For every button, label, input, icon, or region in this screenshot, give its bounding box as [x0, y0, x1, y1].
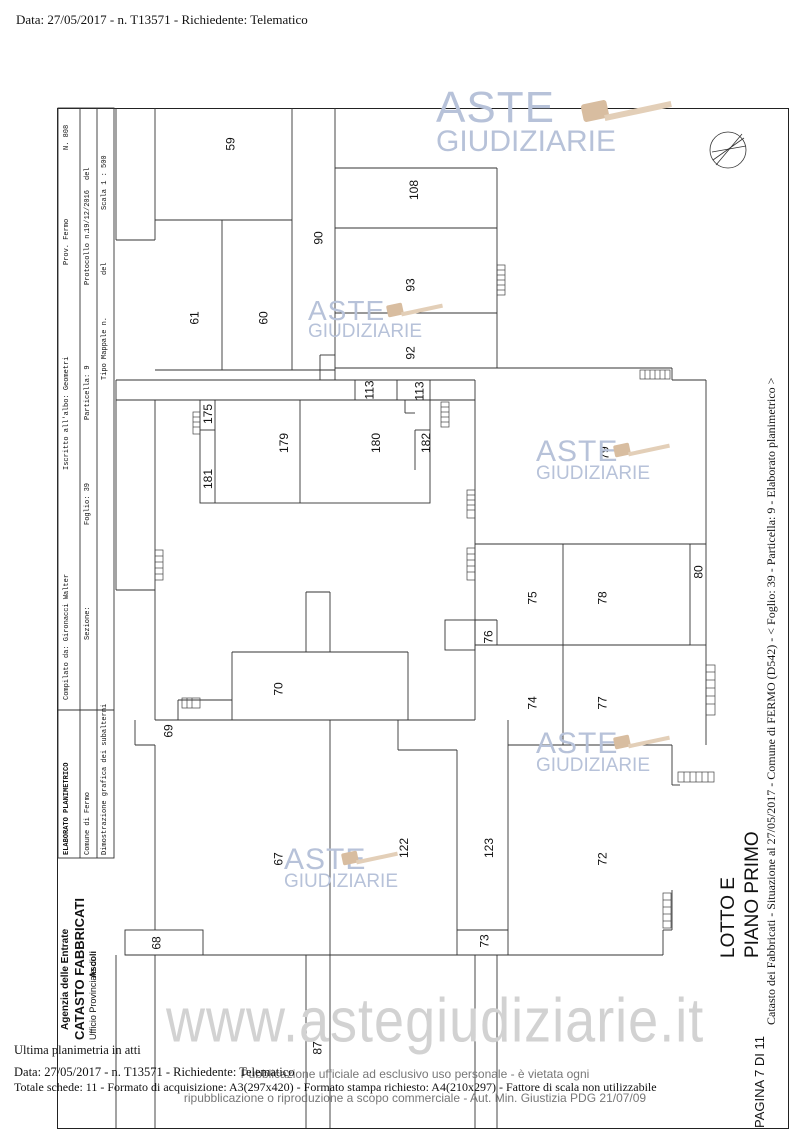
watermark-notice-1: Pubblicazione ufficiale ad esclusivo uso… [240, 1067, 590, 1081]
cartiglio-scala: Scala 1 : 500 [101, 155, 109, 210]
footer-totale: Totale schede: 11 - Formato di acquisizi… [14, 1080, 657, 1094]
watermark-word2-3: GIUDIZIARIE [536, 463, 651, 484]
gavel-icon-4 [613, 734, 670, 750]
drawing-frame [57, 108, 789, 1129]
room-70: 70 [271, 682, 286, 696]
cartiglio-particella: Particella: 9 [84, 365, 92, 420]
room-182: 182 [419, 432, 434, 454]
cartiglio-del-2: del [101, 262, 109, 275]
room-68: 68 [149, 936, 164, 950]
gavel-icon [580, 100, 672, 122]
watermark-word1-3: ASTE [536, 435, 619, 468]
room-67: 67 [271, 852, 286, 866]
side-caption: Catasto dei Fabbricati - Situazione al 2… [764, 377, 778, 1025]
room-72: 72 [595, 852, 610, 866]
watermark-word1-4: ASTE [536, 727, 619, 760]
cartiglio-protocollo: Protocollo n. [84, 230, 92, 285]
header-data-line: Data: 27/05/2017 - n. T13571 - Richieden… [16, 12, 308, 27]
cartiglio-title: ELABORATO PLANIMETRICO [63, 762, 71, 855]
room-108: 108 [407, 179, 422, 201]
watermark-aste-4: ASTE GIUDIZIARIE [536, 727, 651, 776]
cartiglio-tipo-mappale: Tipo Mappale n. [101, 316, 109, 380]
cartiglio-n-albo: N. 808 [63, 124, 71, 150]
watermark-word2: GIUDIZIARIE [436, 124, 617, 158]
room-73: 73 [477, 934, 492, 948]
watermark-aste-3: ASTE GIUDIZIARIE [536, 435, 651, 484]
cartiglio-prov: Prov. Fermo [63, 218, 71, 265]
room-60: 60 [256, 311, 271, 325]
cartiglio-compilato: Compilato da: Gironacci Walter [63, 573, 71, 700]
footer-data-line: Data: 27/05/2017 - n. T13571 - Richieden… [14, 1065, 295, 1079]
cartiglio-comune: Comune di Fermo [84, 791, 92, 855]
room-181: 181 [201, 468, 216, 490]
watermark-word2-2: GIUDIZIARIE [308, 321, 423, 343]
cartiglio-del-1: del [84, 167, 92, 180]
watermark-word1: ASTE [436, 83, 555, 132]
cartiglio-protocollo-date: 19/12/2016 [84, 189, 92, 232]
room-113a: 113 [362, 380, 377, 400]
room-59: 59 [223, 137, 238, 151]
watermark-aste-2: ASTE GIUDIZIARIE [308, 295, 423, 343]
room-179: 179 [277, 432, 292, 454]
cartiglio-iscritto: Iscritto all'albo: Geometri [63, 356, 71, 470]
room-80: 80 [691, 565, 706, 579]
watermark-word2-4: GIUDIZIARIE [536, 755, 651, 776]
room-93: 93 [403, 278, 418, 292]
room-69: 69 [161, 724, 176, 738]
agency-line2: CATASTO FABBRICATI [72, 897, 87, 1040]
watermark-aste-1: ASTE GIUDIZIARIE [436, 83, 617, 158]
room-77: 77 [595, 696, 610, 710]
room-76: 76 [481, 630, 496, 644]
cartiglio-dimostrazione: Dimostrazione grafica dei subalterni [101, 703, 109, 855]
room-92: 92 [403, 346, 418, 360]
lotto-line2: PIANO PRIMO [742, 831, 763, 958]
watermark-url: www.astegiudiziarie.it [166, 986, 705, 1056]
room-175: 175 [201, 403, 216, 425]
room-180: 180 [369, 432, 384, 454]
agency-line1: Agenzia delle Entrate [60, 928, 71, 1030]
room-75: 75 [525, 591, 540, 605]
page-label: PAGINA 7 DI 11 [752, 1035, 767, 1128]
watermark-notice-2: ripubblicazione o riproduzione a scopo c… [183, 1091, 647, 1105]
footer-ultima: Ultima planimetria in atti [14, 1043, 141, 1057]
room-61: 61 [187, 311, 202, 325]
cartiglio-foglio: Foglio: 39 [84, 482, 92, 525]
gavel-icon-5 [341, 850, 398, 866]
gavel-icon-3 [613, 442, 670, 458]
room-74: 74 [525, 696, 540, 710]
room-78: 78 [595, 591, 610, 605]
watermark-word2-5: GIUDIZIARIE [284, 871, 399, 892]
cartiglio-sezione: Sezione: [84, 606, 92, 640]
room-123: 123 [482, 837, 497, 859]
watermark-word1-2: ASTE [308, 295, 386, 326]
room-90: 90 [311, 231, 326, 245]
agency-line4: Ascoli [88, 950, 98, 978]
room-113b: 113 [412, 381, 427, 401]
gavel-icon-2 [386, 302, 443, 318]
lotto-line1: LOTTO E [718, 877, 739, 958]
